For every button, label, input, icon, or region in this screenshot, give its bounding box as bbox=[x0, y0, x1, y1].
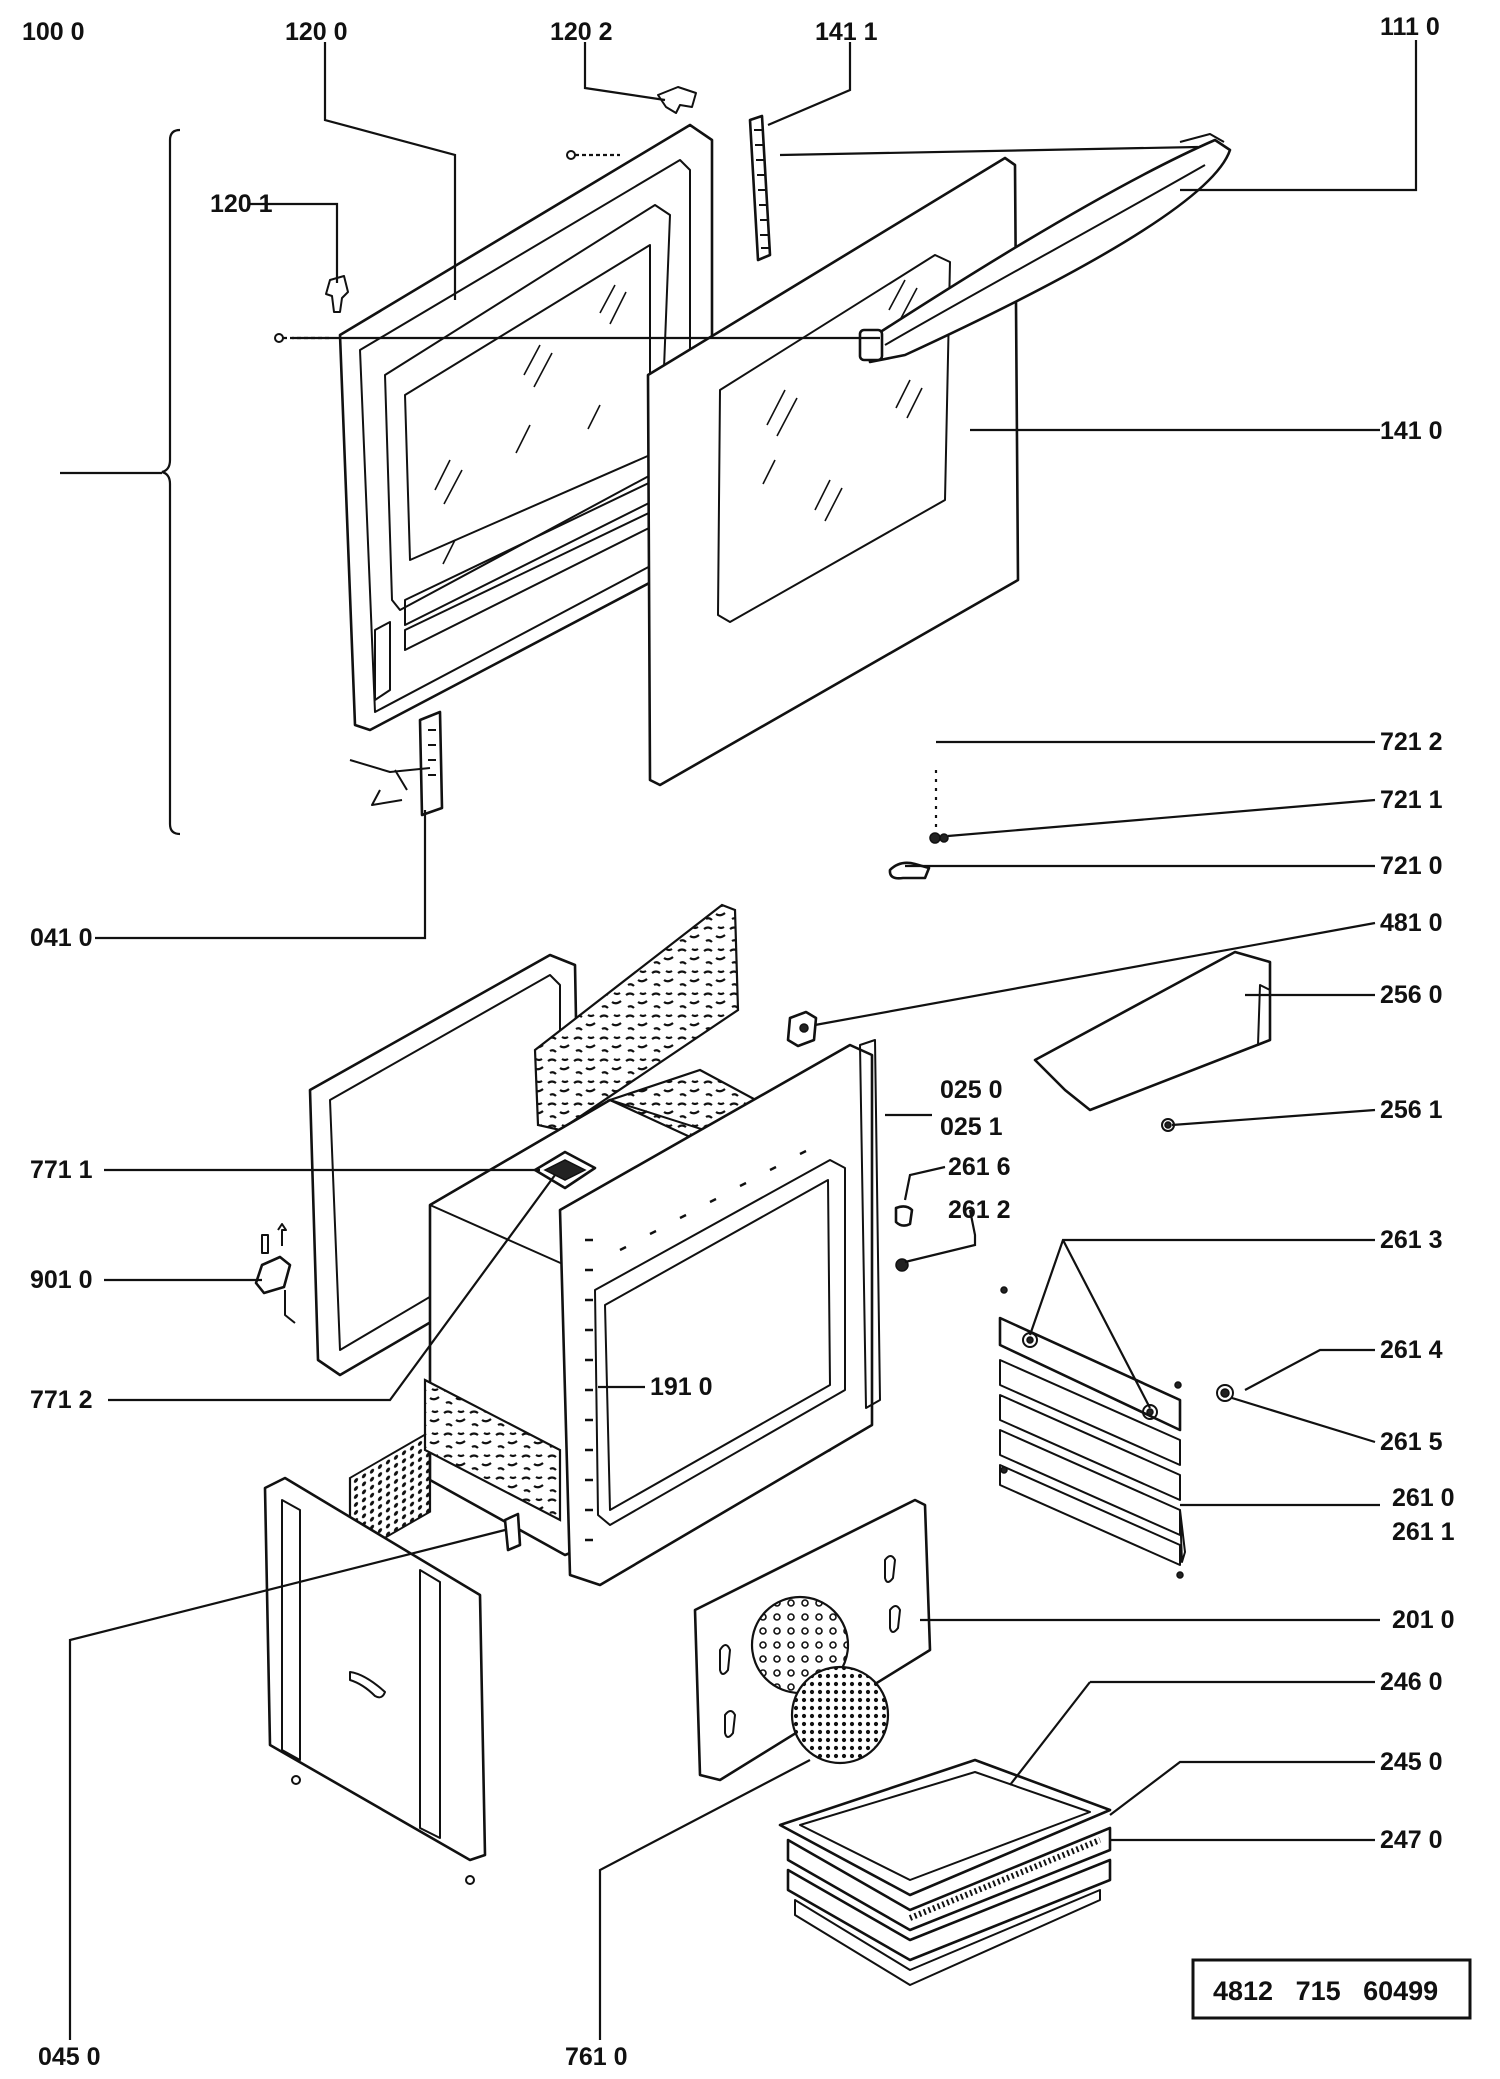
baking-tray-middle bbox=[786, 1826, 1112, 1932]
door-hinge bbox=[349, 710, 444, 817]
label-7711: 771 1 bbox=[30, 1156, 93, 1184]
label-2460: 246 0 bbox=[1380, 1668, 1443, 1696]
label-0450: 045 0 bbox=[38, 2043, 101, 2071]
door-handle bbox=[858, 133, 1232, 364]
label-0410: 041 0 bbox=[30, 924, 93, 952]
side-lock-bracket bbox=[254, 1223, 296, 1324]
label-2010: 201 0 bbox=[1392, 1606, 1455, 1634]
baking-tray-top bbox=[778, 1758, 1112, 1897]
label-2615: 261 5 bbox=[1380, 1428, 1443, 1456]
fan-grease-filter bbox=[790, 1665, 890, 1765]
label-0250: 025 0 bbox=[940, 1076, 1003, 1104]
label-7712: 771 2 bbox=[30, 1386, 93, 1414]
label-1410: 141 0 bbox=[1380, 417, 1443, 445]
label-7211: 721 1 bbox=[1380, 786, 1443, 814]
label-0251: 025 1 bbox=[940, 1113, 1003, 1141]
baking-tray-bottom bbox=[786, 1858, 1112, 1986]
door-inner-panel bbox=[338, 123, 714, 732]
label-9010: 901 0 bbox=[30, 1266, 93, 1294]
rear-insulation-panel bbox=[533, 903, 740, 1132]
label-2616: 261 6 bbox=[948, 1153, 1011, 1181]
label-2450: 245 0 bbox=[1380, 1748, 1443, 1776]
label-7212: 721 2 bbox=[1380, 728, 1443, 756]
label-1200: 120 0 bbox=[285, 18, 348, 46]
label-1910: 191 0 bbox=[650, 1373, 713, 1401]
element-terminal bbox=[888, 770, 949, 880]
label-1000: 100 0 bbox=[22, 18, 85, 46]
label-4810: 481 0 bbox=[1380, 909, 1443, 937]
label-2613: 261 3 bbox=[1380, 1226, 1443, 1254]
label-2560: 256 0 bbox=[1380, 981, 1443, 1009]
label-2611: 261 1 bbox=[1392, 1518, 1455, 1546]
label-7210: 721 0 bbox=[1380, 852, 1443, 880]
door-assembly-brace bbox=[60, 128, 181, 836]
leader-lines bbox=[68, 40, 1418, 2040]
label-2470: 247 0 bbox=[1380, 1826, 1443, 1854]
label-2610: 261 0 bbox=[1392, 1484, 1455, 1512]
document-code-box: 4812 715 60499 bbox=[1191, 1958, 1472, 2020]
document-code: 4812 715 60499 bbox=[1213, 1976, 1438, 2006]
oven-front-frame bbox=[558, 1039, 881, 1587]
label-1411: 141 1 bbox=[815, 18, 878, 46]
lamp-cover bbox=[786, 1010, 818, 1048]
label-1110: 111 0 bbox=[1380, 13, 1440, 41]
label-7610: 761 0 bbox=[565, 2043, 628, 2071]
label-2614: 261 4 bbox=[1380, 1336, 1443, 1364]
top-cover-plate bbox=[1033, 950, 1272, 1132]
label-1202: 120 2 bbox=[550, 18, 613, 46]
part-labels: 100 0 120 0 120 2 141 1 111 0 120 1 141 … bbox=[22, 13, 1455, 2071]
label-2561: 256 1 bbox=[1380, 1096, 1443, 1124]
label-2612: 261 2 bbox=[948, 1196, 1011, 1224]
shelf-support-rack bbox=[998, 1286, 1234, 1579]
door-seal-strip bbox=[748, 114, 772, 262]
side-panel bbox=[263, 1476, 522, 1885]
label-1201: 120 1 bbox=[210, 190, 273, 218]
